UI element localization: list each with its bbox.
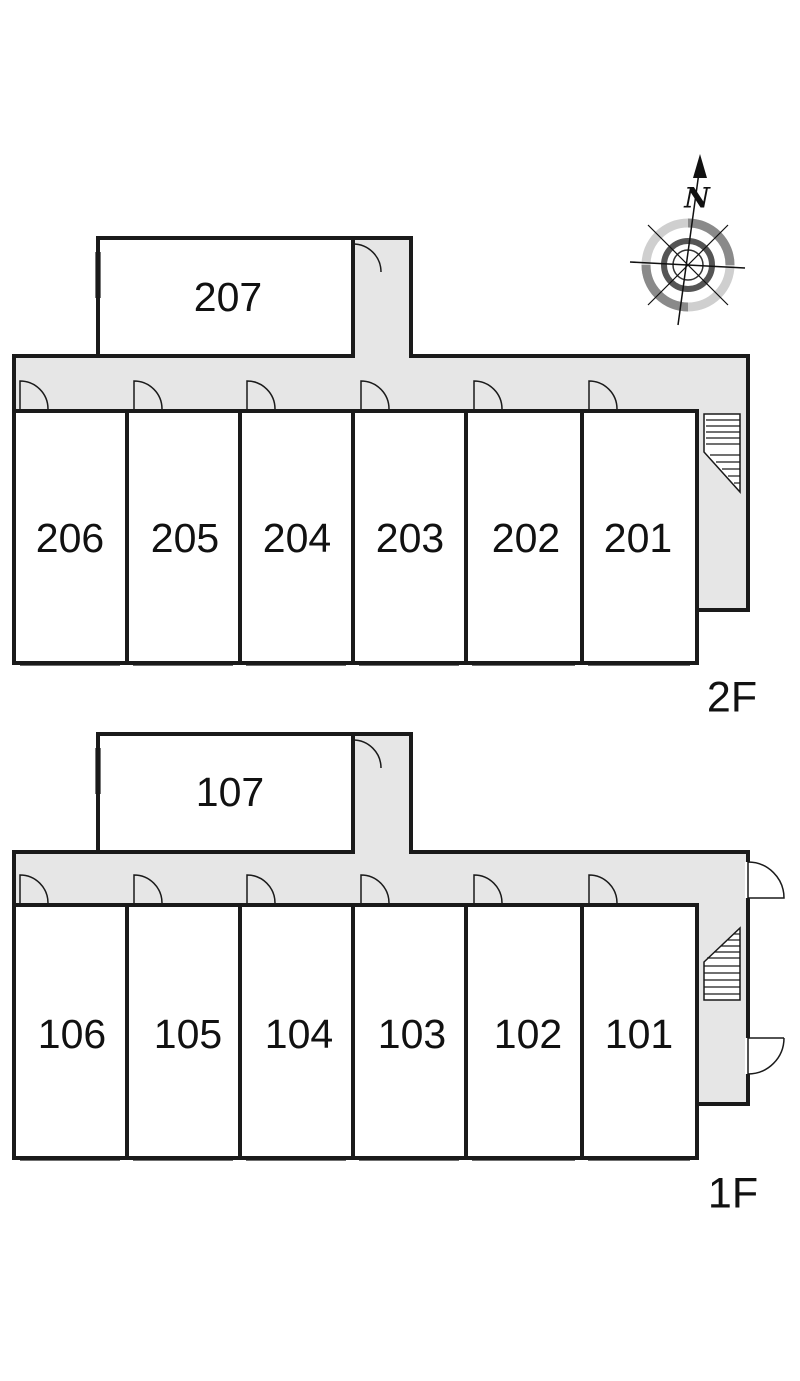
door-icon [588,874,618,904]
corridor-2f [14,238,748,610]
stairs-1f [703,926,741,1001]
compass-rose-icon [629,154,746,326]
unit-label-107: 107 [196,769,264,815]
door-icon [246,380,276,410]
door-icon [588,380,618,410]
room-103 [351,903,468,1160]
room-107 [96,732,355,854]
room-105 [125,903,242,1160]
door-icon [352,739,382,769]
door-icon [19,874,49,904]
door-icon [747,1037,785,1075]
unit-label-103: 103 [378,1011,446,1057]
door-icon [360,874,390,904]
room-106 [12,903,129,1160]
floor-label-2f: 2F [707,673,757,721]
unit-label-203: 203 [376,515,444,561]
unit-label-106: 106 [38,1011,106,1057]
unit-label-105: 105 [154,1011,222,1057]
compass: N [629,154,746,326]
unit-label-101: 101 [605,1011,673,1057]
north-label: N [683,182,711,215]
unit-label-206: 206 [36,515,104,561]
unit-label-202: 202 [492,515,560,561]
room-203 [351,409,468,665]
floor-2f: 207 206 205 204 203 202 201 2F [12,236,757,721]
room-101 [580,903,699,1160]
unit-label-201: 201 [604,515,672,561]
door-icon [133,380,163,410]
unit-label-207: 207 [194,274,262,320]
room-201 [580,409,699,665]
room-104 [238,903,355,1160]
door-icon [246,874,276,904]
door-icon [473,874,503,904]
floor-label-1f: 1F [708,1169,758,1217]
door-icon [352,243,382,273]
room-202 [464,409,584,665]
door-icon [473,380,503,410]
door-icon [360,380,390,410]
unit-label-102: 102 [494,1011,562,1057]
door-icon [19,380,49,410]
room-206 [12,409,129,665]
door-icon [747,861,785,899]
room-205 [125,409,242,665]
floor-1f: 107 106 105 104 103 102 101 1F [12,732,785,1217]
room-102 [464,903,584,1160]
unit-label-204: 204 [263,515,331,561]
corridor-1f [14,734,748,1104]
stairs-2f [703,413,741,494]
room-207 [96,236,355,358]
room-204 [238,409,355,665]
unit-label-104: 104 [265,1011,333,1057]
unit-label-205: 205 [151,515,219,561]
door-icon [133,874,163,904]
